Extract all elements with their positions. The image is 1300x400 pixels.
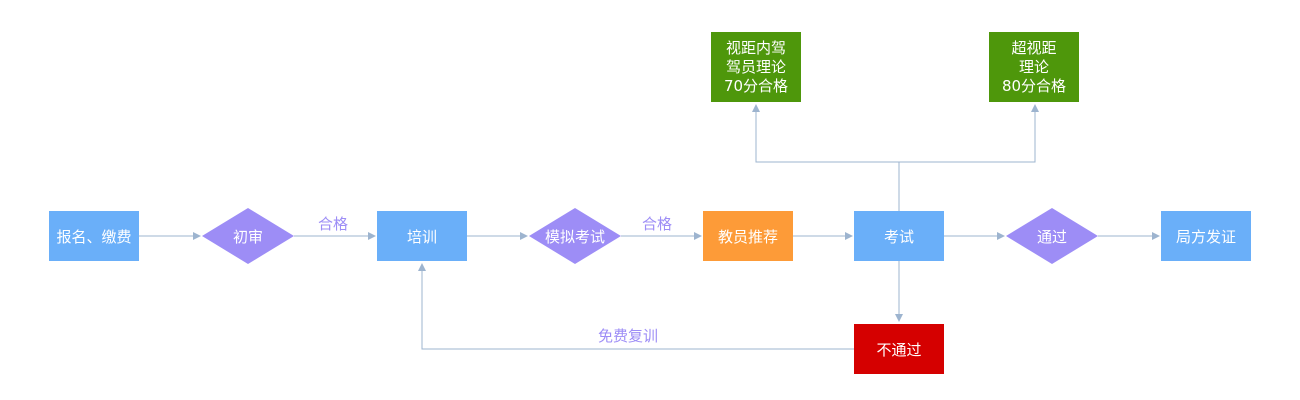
beyond-vision-node: 超视距 理论 80分合格 [989,32,1079,102]
signup-node: 报名、缴费 [49,211,139,261]
qualified-label-2: 合格 [642,215,673,233]
edge-exam-to-beyond-vision [899,104,1039,163]
signup-label: 报名、缴费 [56,227,132,246]
fail-node: 不通过 [854,324,944,374]
edge-fail-to-training [418,263,854,350]
vision-internal-line-2: 驾员理论 [725,57,786,76]
beyond-vision-line-3: 80分合格 [1001,76,1067,95]
vision-internal-line-1: 视距内驾 [725,38,786,57]
edge-exam-to-vision-internal [752,104,900,211]
certificate-label: 局方发证 [1175,227,1236,246]
mock-exam-label: 模拟考试 [544,227,605,246]
instructor-recommend-label: 教员推荐 [717,227,778,246]
fail-label: 不通过 [876,340,922,359]
certificate-node: 局方发证 [1161,211,1251,261]
exam-label: 考试 [883,227,914,246]
beyond-vision-line-1: 超视距 [1011,38,1057,57]
instructor-recommend-node: 教员推荐 [703,211,793,261]
training-node: 培训 [377,211,467,261]
qualified-label-1: 合格 [318,215,349,233]
vision-internal-line-3: 70分合格 [723,76,789,95]
vision-internal-node: 视距内驾 驾员理论 70分合格 [711,32,801,102]
beyond-vision-line-2: 理论 [1018,57,1049,76]
exam-node: 考试 [854,211,944,261]
training-label: 培训 [406,227,437,246]
initial-review-label: 初审 [232,227,263,246]
pass-label: 通过 [1036,227,1067,246]
free-retrain-label: 免费复训 [598,327,659,345]
